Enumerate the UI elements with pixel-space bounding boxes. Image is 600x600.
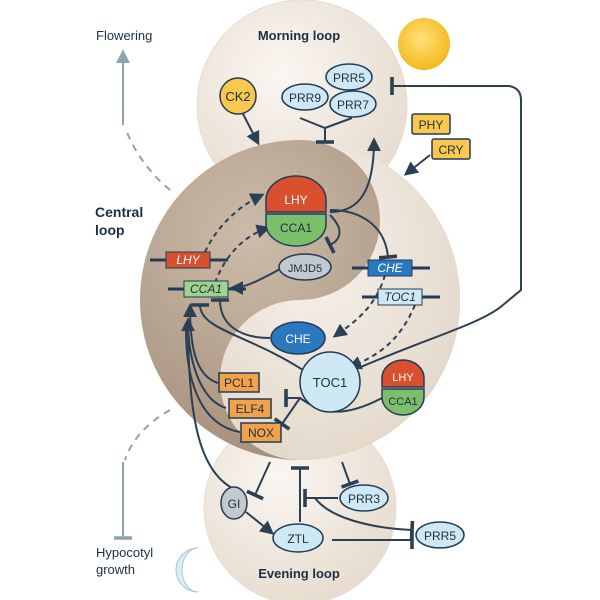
toc1-gene-node: TOC1 — [362, 288, 440, 306]
svg-text:NOX: NOX — [248, 426, 274, 440]
pcl1-node: PCL1 — [218, 372, 260, 393]
toc1-protein-node: TOC1 — [299, 351, 361, 413]
svg-text:CHE: CHE — [285, 332, 310, 346]
edge-phy-cry-central — [403, 154, 431, 176]
cry-node: CRY — [431, 138, 471, 160]
svg-text:ZTL: ZTL — [287, 532, 309, 546]
svg-text:LHY: LHY — [392, 372, 414, 384]
edge-lhycca1-che — [329, 209, 398, 260]
svg-text:JMJD5: JMJD5 — [288, 263, 322, 275]
cca1-protein-node: CCA1 — [265, 213, 327, 247]
svg-text:CCA1: CCA1 — [280, 221, 312, 235]
edge-ztl-gi — [246, 461, 271, 501]
che-protein-node: CHE — [270, 321, 326, 355]
lhy-protein-right-node: LHY — [381, 359, 425, 388]
svg-text:CCA1: CCA1 — [190, 282, 222, 296]
edge-toc1-cca1 — [190, 303, 307, 373]
evening-loop-label: Evening loop — [258, 566, 340, 581]
svg-text:TOC1: TOC1 — [313, 375, 347, 390]
svg-text:PRR5: PRR5 — [424, 529, 456, 543]
central-loop-label-line2: loop — [95, 222, 125, 238]
svg-text:LHY: LHY — [284, 193, 307, 207]
svg-text:PCL1: PCL1 — [224, 376, 254, 390]
edge-toc1-gene-protein — [347, 304, 416, 370]
svg-text:PRR7: PRR7 — [337, 98, 369, 112]
svg-text:TOC1: TOC1 — [384, 290, 416, 304]
hypocotyl-label-line2: growth — [96, 562, 135, 577]
elf4-node: ELF4 — [228, 398, 272, 419]
hypocotyl-label-line1: Hypocotyl — [96, 545, 153, 560]
edge-lhycca1-jmjd5 — [324, 214, 341, 254]
che-gene-node: CHE — [352, 259, 430, 277]
svg-text:CCA1: CCA1 — [388, 396, 417, 408]
svg-text:CRY: CRY — [438, 143, 463, 157]
sun-icon — [398, 18, 450, 70]
jmjd5-node: JMJD5 — [278, 253, 332, 281]
phy-node: PHY — [411, 113, 451, 135]
edge-toc1-prr5-bottom — [314, 497, 415, 540]
edge-nox-cca1 — [185, 329, 241, 433]
prr5-top-node: PRR5 — [325, 63, 373, 91]
ztl-node: ZTL — [272, 523, 324, 553]
edge-toc1-morning — [344, 77, 522, 375]
svg-text:PRR9: PRR9 — [289, 91, 321, 105]
lhy-protein-node: LHY — [265, 175, 327, 213]
cca1-protein-right-node: CCA1 — [381, 388, 425, 416]
cca1-gene-node: CCA1 — [168, 280, 246, 298]
edge-lhycca1-nox — [273, 397, 301, 431]
svg-text:GI: GI — [228, 497, 241, 511]
svg-text:ELF4: ELF4 — [236, 402, 265, 416]
edge-che-gene-protein — [332, 274, 386, 338]
prr5-bottom-node: PRR5 — [415, 521, 465, 549]
prr9-node: PRR9 — [281, 83, 329, 111]
svg-text:CHE: CHE — [377, 261, 403, 275]
svg-text:CK2: CK2 — [225, 89, 250, 104]
svg-text:PRR3: PRR3 — [348, 492, 380, 506]
prr7-node: PRR7 — [329, 90, 377, 118]
svg-text:PRR5: PRR5 — [333, 71, 365, 85]
hypocotyl-dashed-link — [124, 409, 171, 461]
edge-gi-cca1 — [181, 317, 233, 489]
edge-ck2-central — [241, 111, 260, 146]
edge-che-cca1 — [210, 298, 271, 339]
prr3-node: PRR3 — [339, 484, 389, 512]
central-loop-label-line1: Central — [95, 204, 143, 220]
ck2-node: CK2 — [219, 77, 257, 115]
lhy-gene-node: LHY — [150, 251, 228, 269]
edge-gi-ztl — [245, 511, 275, 535]
svg-text:PHY: PHY — [419, 118, 444, 132]
edge-lhycca1-prr3 — [340, 461, 360, 489]
svg-text:LHY: LHY — [176, 253, 200, 267]
moon-icon — [175, 547, 199, 593]
flowering-label: Flowering — [96, 28, 152, 43]
gi-node: GI — [220, 486, 248, 520]
nox-node: NOX — [240, 422, 282, 443]
flowering-dashed-link — [125, 129, 171, 191]
morning-loop-label: Morning loop — [258, 28, 340, 43]
edge-lhy-gene-protein — [204, 193, 265, 253]
